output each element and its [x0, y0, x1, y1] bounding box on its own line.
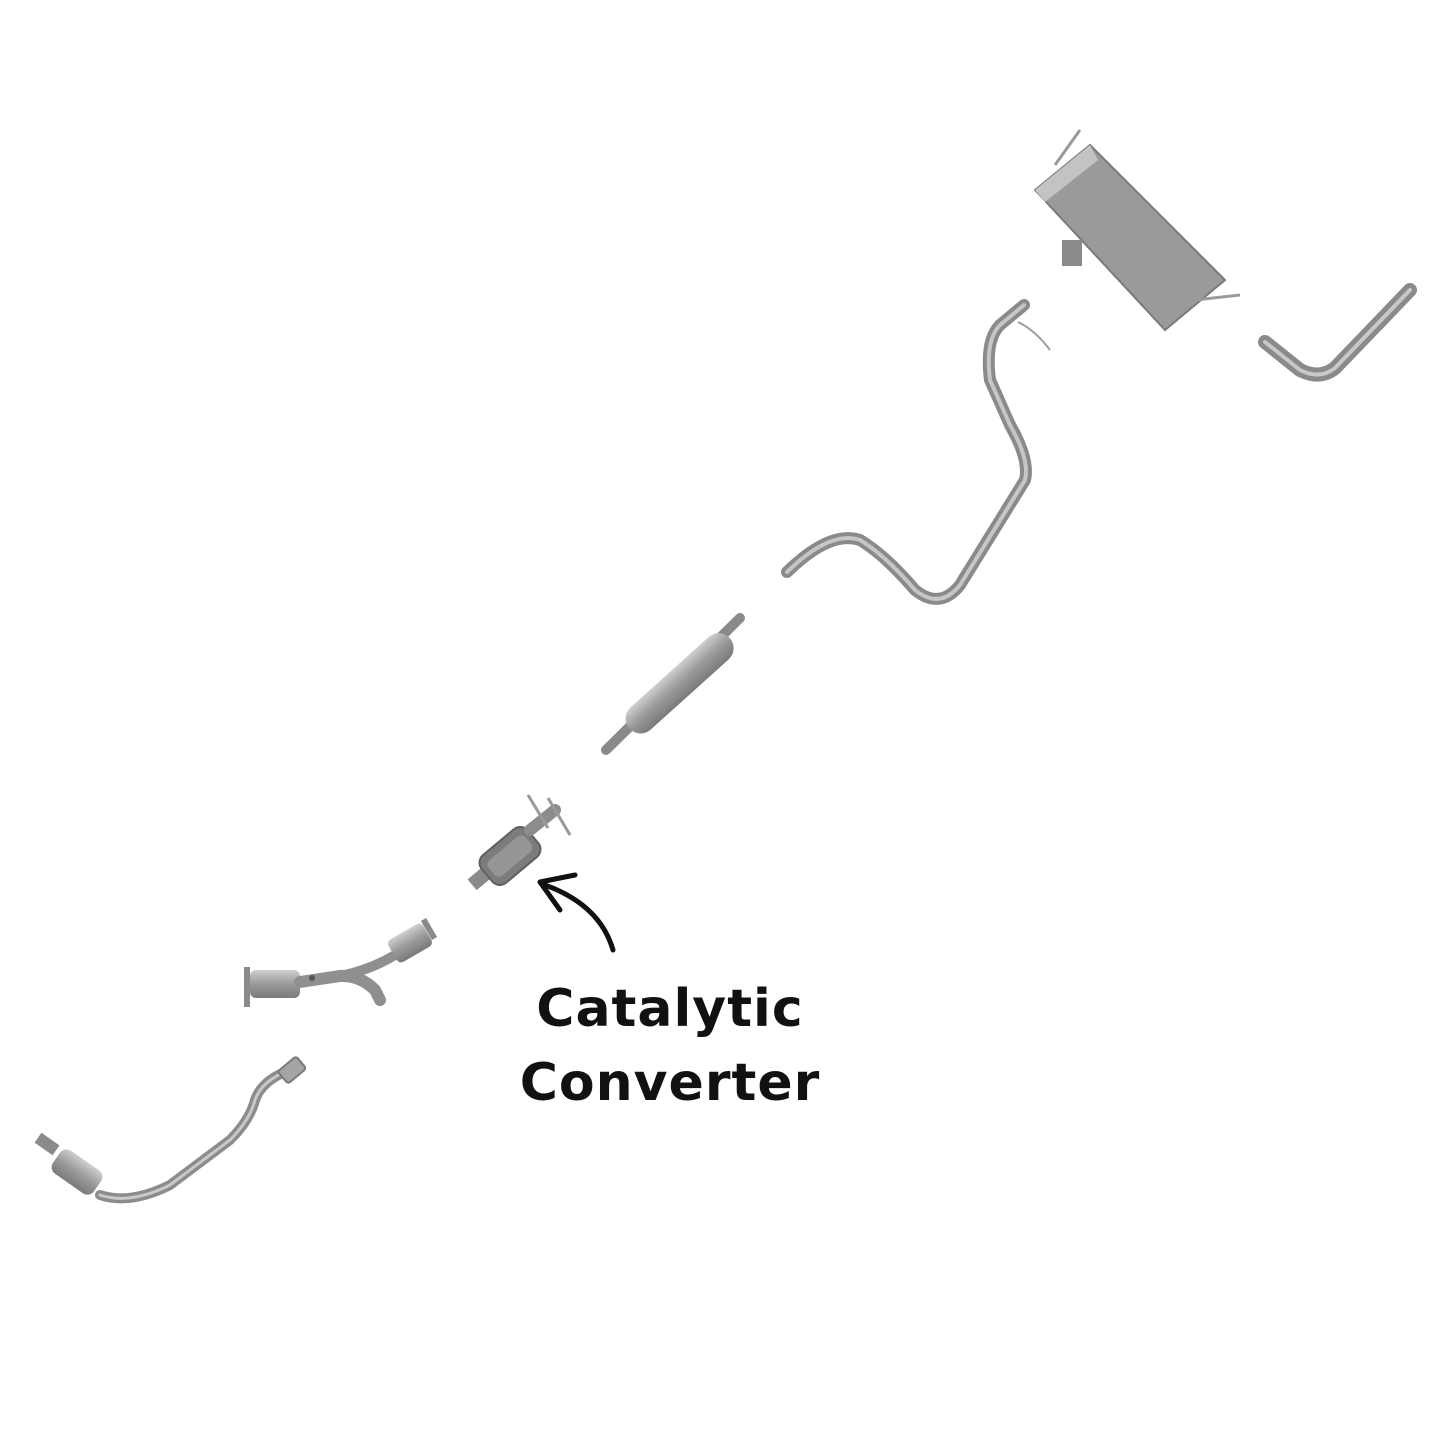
label-line-1: Catalytic	[536, 979, 804, 1039]
front-converter-body	[51, 1149, 103, 1195]
resonator	[601, 613, 745, 755]
muffler	[1033, 129, 1241, 332]
catalytic-converter	[467, 794, 572, 891]
curved-arrow-icon	[537, 872, 616, 953]
y-pipe-converter-left	[250, 970, 300, 998]
label-line-2: Converter	[519, 1053, 821, 1113]
y-pipe-converter-right	[388, 923, 432, 963]
y-pipe-assembly	[244, 917, 438, 1007]
intermediate-pipe	[781, 299, 1051, 605]
tailpipe	[1258, 283, 1417, 382]
catalytic-converter-label: Catalytic Converter	[470, 972, 870, 1120]
front-pipe-assembly	[34, 1056, 307, 1204]
